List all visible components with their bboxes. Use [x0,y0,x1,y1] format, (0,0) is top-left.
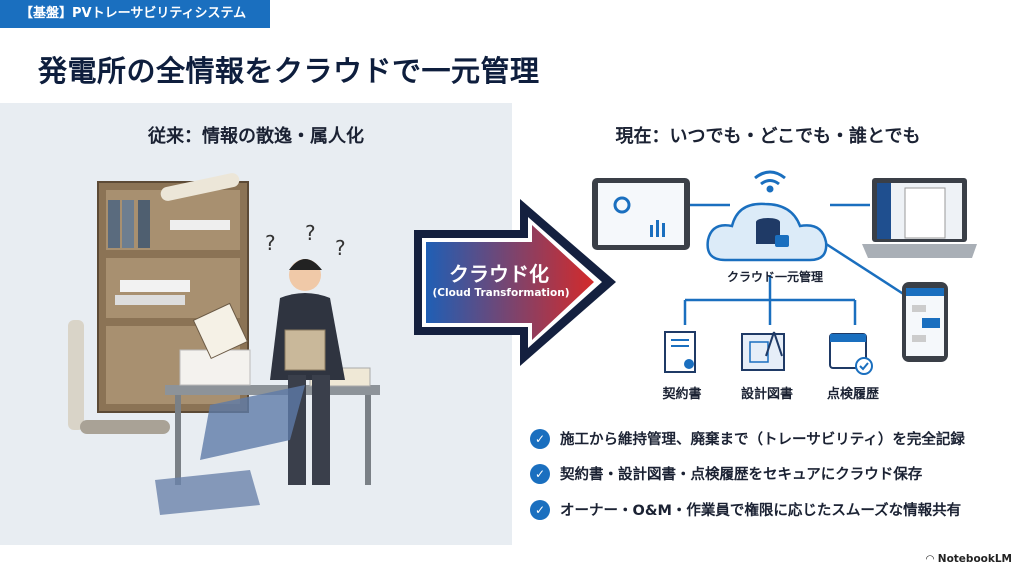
blueprint-icon [741,331,785,371]
wifi-icon [754,170,786,193]
smartphone-icon [902,282,948,362]
worried-worker-illustration [192,259,345,485]
section-tag: 【基盤】PVトレーサビリティシステム [0,0,270,28]
cabinet-illustration [97,181,249,413]
rolled-paper [160,173,240,201]
tablet-icon [592,178,690,250]
connector-lines [683,203,906,325]
check-circle-icon: ✓ [530,428,550,449]
cluttered-office-illustration: ? ? ? [68,173,380,515]
cloud-label: クラウド一元管理 [726,270,823,284]
blueprint-sheet [200,385,305,460]
laptop-icon [862,178,977,258]
question-mark-icon: ? [305,221,316,245]
notebooklm-logo-icon: ◠ [926,553,938,565]
bullet-item: ✓施工から維持管理、廃棄まで（トレーサビリティ）を完全記録 [530,428,965,449]
current-heading: 現在：いつでも・どこでも・誰とでも [615,126,921,147]
blueprint-sheet [155,470,260,515]
check-circle-icon: ✓ [530,499,550,520]
rolled-paper [80,420,170,434]
arrow-label: クラウド化 [449,262,549,286]
calendar-check-icon [829,333,873,375]
cloud-network-diagram [592,170,977,362]
doc-label-contract: 契約書 [662,387,702,402]
database-lock-icon [756,218,789,247]
notebooklm-brand: ◠ NotebookLM [926,553,1012,565]
question-mark-icon: ? [265,231,276,255]
contract-icon [664,331,696,373]
doc-label-inspection: 点検履歴 [826,387,879,402]
cloud-transformation-arrow [414,199,616,366]
rolled-paper [68,320,84,430]
arrow-sublabel: (Cloud Transformation) [432,287,570,299]
question-mark-icon: ? [335,236,346,260]
doc-label-blueprint: 設計図書 [740,387,793,402]
legacy-heading: 従来：情報の散逸・属人化 [148,126,364,147]
bullet-item: ✓オーナー・O&M・作業員で権限に応じたスムーズな情報共有 [530,499,961,520]
document-icons [664,331,873,375]
bullet-item: ✓契約書・設計図書・点検履歴をセキュアにクラウド保存 [530,463,922,484]
page-title: 発電所の全情報をクラウドで一元管理 [38,54,540,88]
check-circle-icon: ✓ [530,463,550,484]
